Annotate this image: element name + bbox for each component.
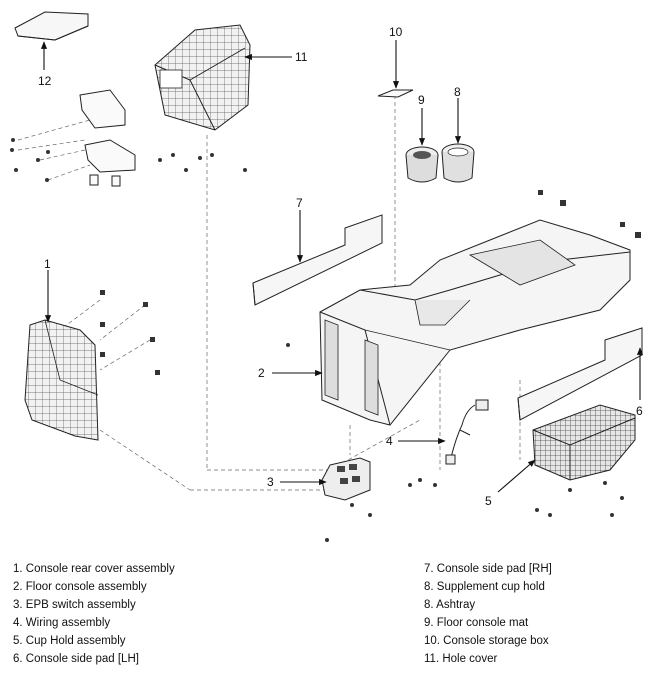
legend-item: 9. Floor console mat	[424, 617, 529, 629]
callout-1: 1	[44, 257, 51, 271]
part-7-side-pad-rh	[252, 214, 383, 306]
part-3-epb-switch	[321, 457, 371, 501]
callout-12: 12	[38, 74, 52, 88]
callout-8: 8	[454, 85, 461, 99]
callout-3: 3	[267, 475, 274, 489]
legend-item: 1. Console rear cover assembly	[13, 563, 175, 575]
part-10-floor-mat	[377, 89, 414, 98]
callout-6: 6	[636, 404, 643, 418]
callout-5: 5	[485, 494, 492, 508]
callout-7: 7	[296, 196, 303, 210]
mounting-brackets	[79, 89, 136, 187]
legend-item: 11. Hole cover	[424, 653, 498, 665]
part-9-ashtray	[405, 146, 439, 183]
part-4-wiring	[445, 399, 489, 465]
part-6-side-pad-lh	[517, 327, 643, 421]
callout-labels: 12 11 10 9 8 7 1 2 6 4 3 5	[38, 25, 643, 508]
legend-item: 6. Console side pad [LH]	[13, 653, 139, 665]
legend-item: 4. Wiring assembly	[13, 617, 111, 629]
part-2-floor-console	[319, 219, 631, 426]
part-11-storage-box	[154, 24, 251, 131]
callout-arrows	[40, 40, 644, 493]
legend-item: 10. Console storage box	[424, 635, 549, 647]
legend-item: 8. Supplement cup hold	[424, 581, 545, 593]
part-8-cup-hold	[441, 143, 475, 183]
legend-right-column: 7. Console side pad [RH] 8. Supplement c…	[424, 560, 552, 668]
legend-item: 3. EPB switch assembly	[13, 599, 136, 611]
legend-left-column: 1. Console rear cover assembly 2. Floor …	[13, 560, 175, 668]
part-12-cover	[14, 11, 89, 41]
callout-11: 11	[295, 50, 308, 64]
callout-4: 4	[386, 434, 393, 448]
callout-10: 10	[389, 25, 403, 39]
legend-item: 2. Floor console assembly	[13, 581, 147, 593]
legend-item: 5. Cup Hold assembly	[13, 635, 126, 647]
callout-2: 2	[258, 366, 265, 380]
legend-item: 7. Console side pad [RH]	[424, 563, 552, 575]
part-1-rear-cover	[24, 319, 99, 441]
legend-item: 8. Ashtray	[424, 599, 476, 611]
part-5-cup-hold-assembly	[532, 404, 636, 481]
callout-9: 9	[418, 93, 425, 107]
leader-5	[497, 459, 536, 493]
